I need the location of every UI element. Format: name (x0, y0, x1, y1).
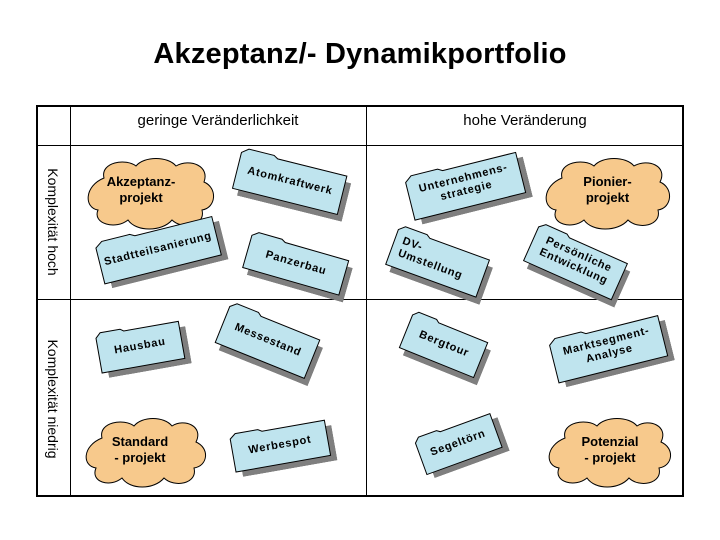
quadrant-vertical-divider (366, 105, 367, 497)
card-outline (233, 148, 348, 215)
card-outline (215, 302, 320, 379)
card-segeltoern: Segeltörn (414, 411, 502, 474)
card-outline (524, 222, 629, 299)
card-messestand: Messestand (215, 302, 320, 379)
card-atomkraftwerk: Atomkraftwerk (233, 148, 348, 215)
card-dv-umstellung: DV- Umstellung (386, 225, 491, 297)
portfolio-grid (36, 105, 684, 497)
row-header-low-complexity: Komplexität niedrig (45, 339, 61, 459)
cloud-shape (85, 418, 206, 488)
column-header-high-change: hohe Veränderung (463, 112, 587, 129)
card-panzerbau: Panzerbau (243, 231, 350, 295)
card-outline (229, 418, 330, 472)
row-header-high-complexity: Komplexität hoch (45, 168, 61, 276)
cloud-label: Akzeptanz- projekt (106, 174, 176, 205)
card-outline (95, 214, 222, 284)
cloud-label: Standard - projekt (111, 434, 169, 465)
cloud-standardprojekt: Standard - projekt (82, 416, 210, 490)
cloud-shape (87, 158, 214, 230)
cloud-shape (548, 418, 671, 488)
column-header-low-change: geringe Veränderlichkeit (137, 112, 299, 129)
cloud-shape (545, 158, 670, 230)
card-stadtteilsanierung: Stadtteilsanierung (95, 214, 222, 284)
cloud-label: Potenzial - projekt (581, 434, 639, 465)
cloud-label: Pionier- projekt (583, 174, 632, 205)
quadrant-horizontal-divider (36, 299, 684, 300)
card-persoenliche-entwicklung: Persönliche Entwicklung (524, 222, 629, 299)
cloud-potenzialprojekt: Potenzial - projekt (545, 416, 675, 490)
card-werbespot: Werbespot (229, 418, 330, 472)
header-col-divider (70, 105, 71, 497)
card-outline (399, 310, 488, 377)
cloud-pionierprojekt: Pionier- projekt (540, 156, 675, 232)
card-outline (386, 225, 491, 297)
header-row-divider (36, 145, 684, 146)
card-outline (243, 231, 350, 295)
card-outline (95, 319, 185, 373)
diagram-title: Akzeptanz/- Dynamikportfolio (153, 38, 567, 70)
card-bergtour: Bergtour (399, 310, 488, 377)
card-hausbau: Hausbau (95, 319, 185, 373)
card-outline (414, 411, 502, 474)
card-unternehmensstrategie: Unternehmens- strategie (404, 150, 525, 220)
card-outline (548, 313, 667, 383)
card-marktsegment-analyse: Marktsegment- Analyse (548, 313, 667, 383)
cloud-akzeptanzprojekt: Akzeptanz- projekt (82, 156, 220, 232)
card-outline (404, 150, 525, 220)
